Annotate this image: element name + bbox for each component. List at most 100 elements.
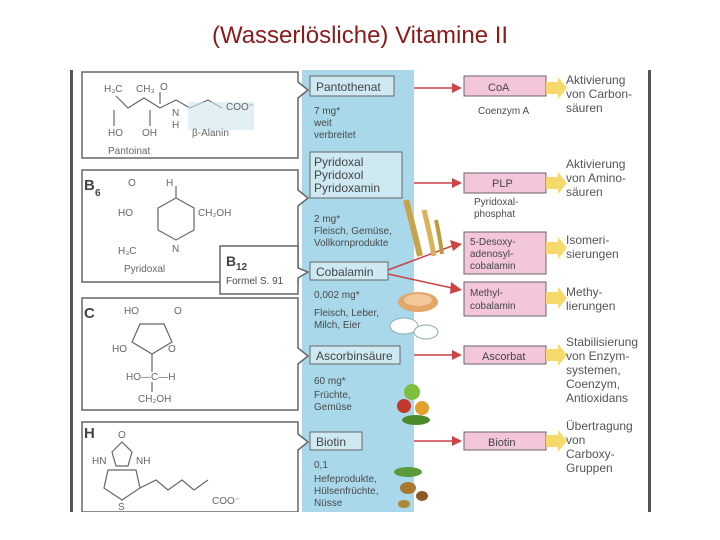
panel-letter-b6: B xyxy=(84,177,95,194)
svg-text:5-Desoxy-: 5-Desoxy- xyxy=(470,237,516,248)
function-b12-isomer: Isomeri- sierungen xyxy=(566,233,619,261)
vitamin-box-pantothenate xyxy=(309,75,395,97)
function-arrow-biotin xyxy=(546,430,567,452)
b6-info: 2 mg* Fleisch, Gemüse, Vollkornprodukte xyxy=(314,214,392,249)
svg-text:verbreitet: verbreitet xyxy=(314,130,356,141)
slide-title: (Wasserlösliche) Vitamine II xyxy=(211,22,509,49)
svg-text:CH₂OH: CH₂OH xyxy=(138,394,171,405)
vitamin-name-c: Ascorbinsäure xyxy=(316,349,393,363)
svg-text:systemen,: systemen, xyxy=(566,363,621,377)
svg-text:N: N xyxy=(172,244,179,255)
svg-text:Pyridoxol: Pyridoxol xyxy=(314,168,363,182)
svg-text:Gruppen: Gruppen xyxy=(566,461,613,475)
svg-text:Früchte,: Früchte, xyxy=(314,390,351,401)
svg-text:Carboxy-: Carboxy- xyxy=(566,447,615,461)
vitamin-name-pantothenate: Pantothenat xyxy=(316,80,381,94)
svg-text:Isomeri-: Isomeri- xyxy=(566,233,609,247)
vitamin-name-b12: Cobalamin xyxy=(316,265,373,279)
vitamin-names-b6: Pyridoxal Pyridoxol Pyridoxamin xyxy=(314,155,380,195)
svg-text:2 mg*: 2 mg* xyxy=(314,214,340,225)
svg-text:O: O xyxy=(128,178,136,189)
svg-text:0,002 mg*: 0,002 mg* xyxy=(314,290,360,301)
svg-text:von Amino-: von Amino- xyxy=(566,171,626,185)
vitamin-box-b12 xyxy=(309,261,389,281)
h-structure: O HN NH S COO⁻ xyxy=(92,430,240,513)
svg-text:Aktivierung: Aktivierung xyxy=(566,157,625,171)
function-arrow-b12-methyl xyxy=(546,287,567,309)
function-arrow-c xyxy=(546,344,567,366)
svg-text:O: O xyxy=(168,344,176,355)
svg-text:Hülsenfrüchte,: Hülsenfrüchte, xyxy=(314,486,378,497)
svg-text:adenosyl-: adenosyl- xyxy=(470,249,513,260)
svg-text:Antioxidans: Antioxidans xyxy=(566,391,628,405)
svg-text:CH₂OH: CH₂OH xyxy=(198,208,231,219)
h-info: 0,1 Hefeprodukte, Hülsenfrüchte, Nüsse xyxy=(314,460,378,509)
svg-text:Pyridoxal-: Pyridoxal- xyxy=(474,197,518,208)
vitamin-box-b6 xyxy=(309,151,403,199)
svg-text:sierungen: sierungen xyxy=(566,247,619,261)
svg-text:12: 12 xyxy=(236,262,248,273)
coenzyme-note-coa: Coenzym A xyxy=(478,106,529,117)
svg-text:von Carbon-: von Carbon- xyxy=(566,87,632,101)
c-info: 60 mg* Früchte, Gemüse xyxy=(314,376,352,413)
coenzyme-biotin: Biotin xyxy=(488,437,516,449)
pantothenate-info: 7 mg* weit verbreitet xyxy=(313,106,356,141)
svg-text:Aktivierung: Aktivierung xyxy=(566,73,625,87)
pantothenate-structure: H₃C CH₃ O HO OH N H COO⁻ β-Alanin Pantoi… xyxy=(104,82,254,157)
svg-text:von: von xyxy=(566,433,585,447)
vitamin-diagram: H₃C CH₃ O HO OH N H COO⁻ β-Alanin Pantoi… xyxy=(68,70,654,513)
svg-text:COO⁻: COO⁻ xyxy=(226,102,254,113)
svg-text:Milch, Eier: Milch, Eier xyxy=(314,320,361,331)
svg-text:S: S xyxy=(118,502,125,512)
coenzyme-note-plp: Pyridoxal- phosphat xyxy=(474,197,518,220)
function-pantothenate: Aktivierung von Carbon- säuren xyxy=(566,73,632,115)
svg-text:HN: HN xyxy=(92,456,106,467)
svg-text:cobalamin: cobalamin xyxy=(470,301,516,312)
svg-text:Nüsse: Nüsse xyxy=(314,498,343,509)
coenzyme-box-adenosylcobalamin xyxy=(463,231,547,275)
panel-letter-b12: B xyxy=(226,253,236,269)
svg-text:O: O xyxy=(174,306,182,317)
function-b6: Aktivierung von Amino- säuren xyxy=(566,157,626,199)
vitamin-name-biotin: Biotin xyxy=(316,435,346,449)
function-c: Stabilisierung von Enzym- systemen, Coen… xyxy=(566,335,638,405)
coenzyme-box-methylcobalamin xyxy=(463,281,547,317)
svg-text:HO: HO xyxy=(118,208,133,219)
svg-text:H₃C: H₃C xyxy=(104,84,123,95)
svg-text:Pantoinat: Pantoinat xyxy=(108,146,150,157)
grain-illustration xyxy=(403,199,444,257)
function-arrow-b6 xyxy=(546,172,567,194)
svg-text:Hefeprodukte,: Hefeprodukte, xyxy=(314,474,377,485)
coenzyme-ascorbat: Ascorbat xyxy=(482,351,525,363)
svg-text:Pyridoxal: Pyridoxal xyxy=(124,264,165,275)
arrow-b12-methyl xyxy=(387,273,453,289)
meat-illustration xyxy=(398,292,438,312)
svg-text:6: 6 xyxy=(95,188,101,199)
c-structure: HO O O HO HO—C—H CH₂OH xyxy=(112,306,182,405)
svg-text:HO: HO xyxy=(108,128,123,139)
svg-text:von Enzym-: von Enzym- xyxy=(566,349,629,363)
nuts-illustration xyxy=(394,467,428,508)
svg-text:H: H xyxy=(172,120,179,131)
svg-text:H₃C: H₃C xyxy=(118,246,137,257)
egg-illustration xyxy=(389,317,439,340)
svg-text:Pyridoxamin: Pyridoxamin xyxy=(314,181,380,195)
svg-text:N: N xyxy=(172,108,179,119)
svg-text:cobalamin: cobalamin xyxy=(470,261,516,272)
coenzyme-methylcobalamin: Methyl- cobalamin xyxy=(470,288,516,312)
svg-text:O: O xyxy=(118,430,126,441)
function-arrow-pantothenate xyxy=(546,77,567,99)
svg-text:Stabilisierung: Stabilisierung xyxy=(566,335,638,349)
svg-text:OH: OH xyxy=(142,128,157,139)
svg-text:O: O xyxy=(160,82,168,93)
svg-text:säuren: säuren xyxy=(566,185,603,199)
svg-text:Fleisch, Leber,: Fleisch, Leber, xyxy=(314,308,379,319)
svg-text:COO⁻: COO⁻ xyxy=(212,496,240,507)
svg-text:Fleisch, Gemüse,: Fleisch, Gemüse, xyxy=(314,226,392,237)
svg-text:NH: NH xyxy=(136,456,150,467)
vitamin-box-c xyxy=(309,345,401,365)
svg-text:0,1: 0,1 xyxy=(314,460,328,471)
b6-structure: O H HO CH₂OH H₃C N Pyridoxal xyxy=(118,178,231,275)
panel-letter-h: H xyxy=(84,425,95,442)
svg-text:Pyridoxal: Pyridoxal xyxy=(314,155,363,169)
